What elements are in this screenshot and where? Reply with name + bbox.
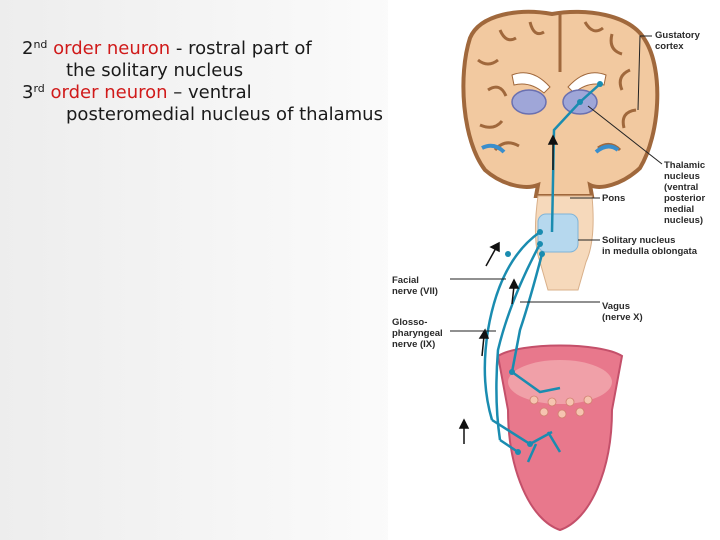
- text-span: - rostral part of: [170, 38, 312, 59]
- ordinal-suffix: nd: [33, 38, 48, 51]
- vagus-nerve-path: [510, 253, 544, 373]
- label-thalamic-3: (ventral: [664, 182, 698, 193]
- figure-labels: Gustatory cortex Thalamic nucleus (ventr…: [392, 30, 705, 350]
- label-facial-1: Facial: [392, 275, 419, 286]
- thalamus-left: [511, 89, 547, 115]
- highlight-term: order neuron: [47, 38, 171, 59]
- ventricle-left: [511, 72, 551, 94]
- label-vagus-1: Vagus: [602, 301, 630, 312]
- label-thalamic-4: posterior: [664, 193, 705, 204]
- ordinal-number: 2: [22, 38, 34, 59]
- facial-nerve-path: [483, 230, 541, 421]
- brain-section: [461, 9, 660, 198]
- text-line-2: the solitary nucleus: [66, 60, 244, 81]
- solitary-nucleus: [537, 213, 579, 253]
- label-glosso-2: pharyngeal: [392, 328, 443, 339]
- brain-outline: [461, 9, 660, 198]
- highlight-term: order neuron: [44, 82, 168, 103]
- label-thalamic-1: Thalamic: [664, 160, 705, 171]
- label-thalamic-6: nucleus): [664, 215, 703, 226]
- gustatory-pathway-diagram: Gustatory cortex Thalamic nucleus (ventr…: [392, 9, 705, 532]
- text-span: – ventral: [167, 82, 252, 103]
- pathway-thalamus-to-cortex: [550, 83, 601, 233]
- pathway-dots: [505, 81, 603, 455]
- label-vagus-2: (nerve X): [602, 312, 643, 323]
- pointer-gustatory: [637, 35, 652, 111]
- ordinal-number: 3: [22, 82, 34, 103]
- label-gustatory-1: Gustatory: [655, 30, 701, 41]
- signal-direction-arrows: [458, 134, 559, 444]
- tongue-root: [508, 360, 612, 404]
- label-pointers: [450, 35, 663, 332]
- label-facial-2: nerve (VII): [392, 286, 438, 297]
- label-thalamic-2: nucleus: [664, 171, 700, 182]
- insula-right: [594, 144, 620, 154]
- label-solitary-1: Solitary nucleus: [602, 235, 675, 246]
- tongue-papillae: [529, 395, 593, 419]
- text-line-1: 2nd order neuron - rostral part of: [22, 38, 452, 60]
- label-solitary-2: in medulla oblongata: [602, 246, 698, 257]
- label-glosso-3: nerve (IX): [392, 339, 435, 350]
- pointer-thalamic: [587, 105, 663, 165]
- label-thalamic-5: medial: [664, 204, 694, 215]
- label-gustatory-2: cortex: [655, 41, 684, 52]
- tongue: [496, 344, 624, 532]
- label-pons: Pons: [602, 193, 625, 204]
- slide-text: 2nd order neuron - rostral part of the s…: [22, 38, 452, 126]
- text-line-4: posteromedial nucleus of thalamus: [66, 104, 383, 125]
- figure-panel: Gustatory cortex Thalamic nucleus (ventr…: [388, 0, 720, 540]
- label-glosso-1: Glosso-: [392, 317, 427, 328]
- text-line-3: 3rd order neuron – ventral: [22, 82, 452, 104]
- glossopharyngeal-nerve-path: [495, 243, 542, 441]
- insula-left: [481, 143, 506, 154]
- ordinal-suffix: rd: [33, 82, 45, 95]
